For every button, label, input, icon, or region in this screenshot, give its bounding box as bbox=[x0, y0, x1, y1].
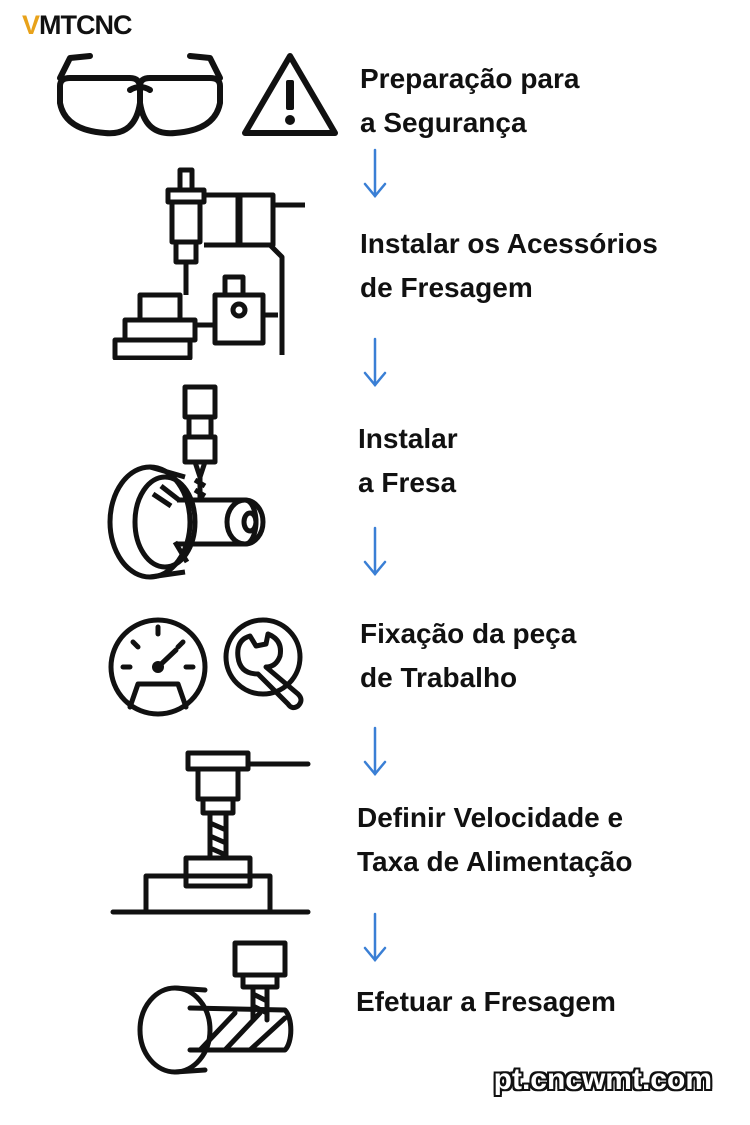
step-6-label: Efetuar a Fresagem bbox=[356, 986, 616, 1017]
step-5-label: Definir Velocidade e Taxa de Alimentação bbox=[357, 802, 633, 877]
milling-operation-icon bbox=[137, 940, 294, 1075]
brand-logo: VMTCNC bbox=[22, 10, 133, 41]
arrow-down-icon bbox=[363, 526, 387, 576]
safety-glasses-warning-icon bbox=[57, 53, 338, 137]
step-2-label: Instalar os Acessórios de Fresagem bbox=[360, 228, 658, 303]
milling-accessories-icon bbox=[112, 167, 305, 360]
step-4-label: Fixação da peça de Trabalho bbox=[360, 618, 577, 693]
website-url: pt.cncwmt.com bbox=[493, 1063, 712, 1096]
logo-text: MTCNC bbox=[39, 10, 132, 40]
step-1-label: Preparação para a Segurança bbox=[360, 63, 580, 138]
arrow-down-icon bbox=[363, 726, 387, 776]
arrow-down-icon bbox=[363, 912, 387, 962]
arrow-down-icon bbox=[363, 337, 387, 387]
milling-table-icon bbox=[110, 750, 311, 915]
chuck-milling-cutter-icon bbox=[107, 384, 266, 580]
step-3-label: Instalar a Fresa bbox=[358, 423, 458, 498]
arrow-down-icon bbox=[363, 148, 387, 198]
logo-mark: V bbox=[22, 10, 40, 40]
gauge-wrench-icon bbox=[108, 617, 304, 717]
